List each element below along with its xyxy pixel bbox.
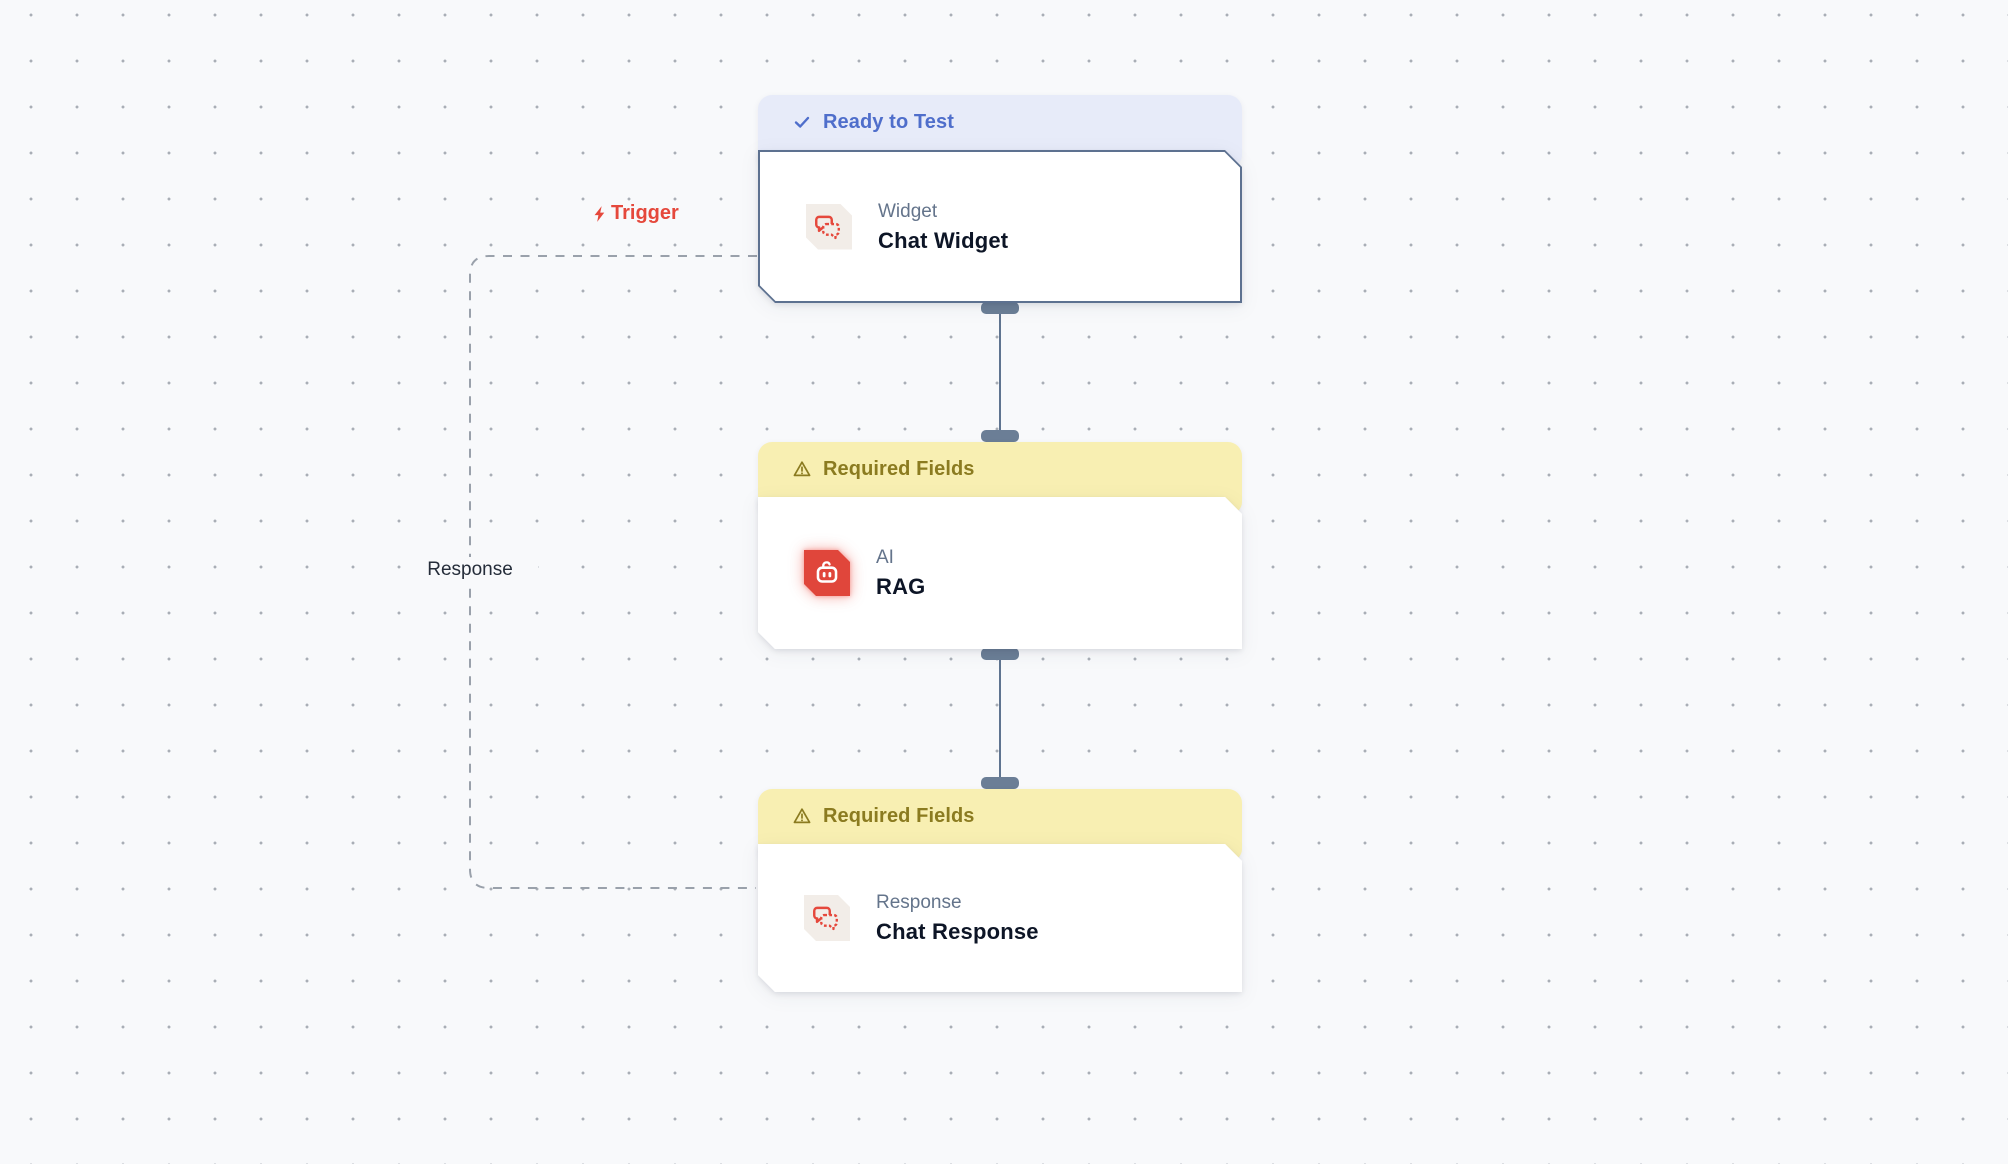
status-label: Ready to Test — [823, 111, 954, 133]
node-chat-widget[interactable]: Ready to Test Widget Chat W — [758, 95, 1242, 303]
connector-handle-rag-in[interactable] — [981, 430, 1019, 442]
check-icon — [794, 116, 810, 128]
edge-label-response: Response — [402, 557, 538, 583]
warning-icon — [793, 808, 811, 824]
trigger-label: Trigger — [611, 202, 679, 224]
node-category: Widget — [878, 200, 938, 222]
node-card[interactable]: Widget Chat Widget — [758, 150, 1242, 303]
connector-handle-chat-response-in[interactable] — [981, 777, 1019, 789]
node-card[interactable]: Response Chat Response — [758, 844, 1242, 992]
robot-icon — [804, 550, 850, 596]
node-chat-response[interactable]: Required Fields Response Ch — [758, 789, 1242, 992]
node-title: Chat Response — [876, 919, 1039, 944]
status-label: Required Fields — [823, 458, 975, 480]
trigger-badge: Trigger — [591, 202, 679, 225]
node-card[interactable]: AI RAG — [758, 497, 1242, 649]
lightning-icon — [594, 205, 605, 222]
status-label: Required Fields — [823, 805, 975, 827]
chat-bubbles-icon — [804, 895, 850, 941]
warning-icon — [793, 461, 811, 477]
node-title: RAG — [876, 574, 926, 599]
node-rag[interactable]: Required Fields — [758, 442, 1242, 649]
node-category: Response — [876, 892, 962, 913]
chat-bubbles-icon — [806, 204, 852, 250]
connector-handle-chat-widget-out[interactable] — [981, 302, 1019, 314]
node-title: Chat Widget — [878, 227, 1009, 253]
node-category: AI — [876, 547, 894, 568]
connector-handle-rag-out[interactable] — [981, 648, 1019, 660]
